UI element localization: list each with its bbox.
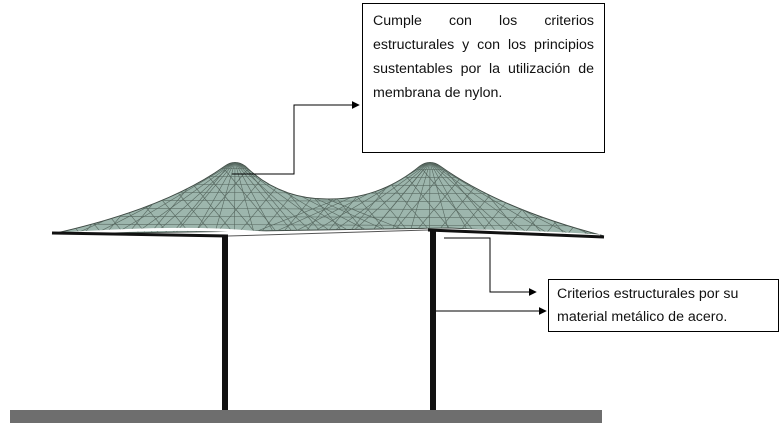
mesh-line: [429, 162, 431, 236]
mesh-line: [111, 162, 236, 236]
mesh-line: [52, 167, 604, 171]
membrane-underside: [59, 227, 601, 238]
mesh-line: [169, 169, 226, 236]
mesh-line: [429, 162, 451, 236]
mesh-line: [400, 169, 457, 236]
mesh-line: [429, 162, 512, 236]
rim-callout-connector: [444, 237, 537, 296]
left-rim-beam: [51, 231, 229, 238]
mesh-line: [347, 162, 431, 236]
mesh-line: [587, 169, 604, 236]
right-steel-column: [430, 231, 436, 410]
steel-annotation-box: Criterios estructurales por su material …: [548, 279, 779, 332]
mesh-line: [429, 162, 471, 236]
mesh-line: [52, 191, 604, 195]
mesh-line: [224, 169, 281, 236]
mesh-line: [389, 169, 446, 236]
mesh-line: [52, 169, 83, 236]
mesh-line: [388, 162, 431, 236]
membrane-annotation-box: Cumple con los criterios estructurales y…: [362, 3, 605, 153]
membrane-annotation-text: Cumple con los criterios estructurales y…: [373, 13, 594, 101]
mesh-line: [367, 169, 424, 236]
ground-slab: [10, 410, 602, 423]
mesh-line: [172, 162, 236, 236]
mesh-line: [306, 162, 431, 236]
left-steel-column: [222, 235, 228, 410]
mesh-line: [193, 162, 236, 236]
mesh-line: [411, 169, 468, 236]
mesh-line: [422, 169, 479, 236]
mesh-line: [191, 169, 248, 236]
steel-annotation-text: Criterios estructurales por su material …: [557, 286, 739, 325]
mesh-line: [565, 169, 604, 236]
mesh-line: [52, 175, 604, 179]
mesh-line: [52, 169, 61, 236]
mesh-line: [52, 169, 105, 236]
right-rim-beam: [427, 228, 605, 239]
mesh-line: [429, 162, 533, 236]
mesh-line: [202, 169, 259, 236]
center-rim-beam: [227, 229, 429, 237]
mesh-line: [52, 183, 604, 187]
mesh-line: [213, 169, 270, 236]
membrane-callout-connector: [232, 101, 360, 175]
mesh-line: [610, 170, 665, 236]
mesh-line: [52, 223, 604, 227]
mesh-line: [213, 162, 236, 236]
mesh-line: [444, 169, 501, 236]
mesh-line: [246, 169, 303, 236]
mesh-line: [543, 169, 600, 236]
mesh-line: [429, 162, 492, 236]
mesh-line: [326, 162, 431, 236]
